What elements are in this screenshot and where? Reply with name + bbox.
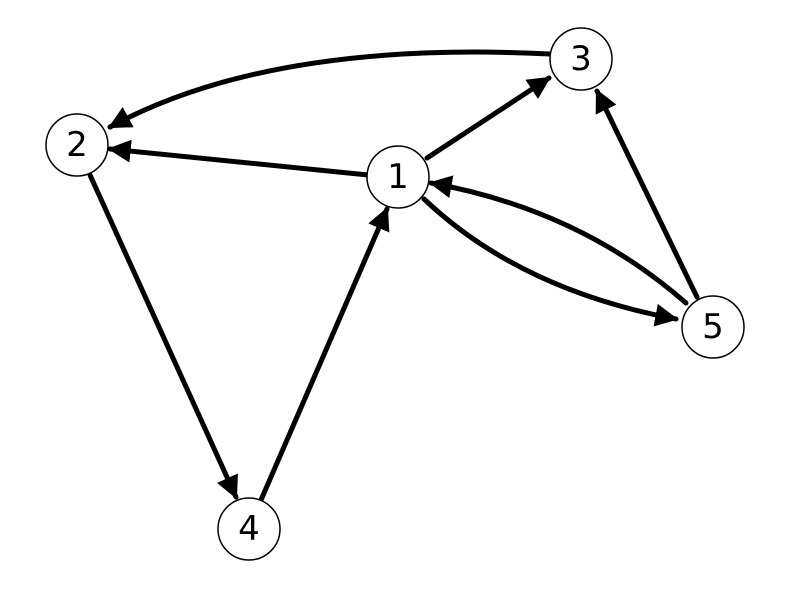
node-3: 3 (549, 27, 613, 91)
node-2-label: 2 (66, 125, 88, 165)
node-3-label: 3 (570, 39, 592, 79)
edge-1-to-3 (424, 75, 552, 161)
node-1-circle (366, 145, 430, 209)
edge-5-to-1 (428, 175, 689, 306)
edge-4-to-1 (258, 206, 390, 503)
node-1: 1 (366, 145, 430, 209)
node-5-label: 5 (702, 307, 724, 347)
node-5-circle (681, 295, 745, 359)
edges (87, 49, 700, 503)
node-3-circle (549, 27, 613, 91)
node-2: 2 (45, 113, 109, 177)
node-2-circle (45, 113, 109, 177)
node-1-label: 1 (387, 157, 409, 197)
edge-3-to-2 (107, 49, 553, 130)
node-4: 4 (217, 497, 281, 561)
node-4-label: 4 (238, 509, 260, 549)
node-5: 5 (681, 295, 745, 359)
edge-2-to-4 (87, 172, 239, 500)
edge-1-to-5 (421, 196, 679, 327)
edge-5-to-3 (594, 88, 700, 300)
edge-1-to-2 (107, 139, 371, 178)
nodes: 1 2 3 4 5 (45, 27, 745, 561)
node-4-circle (217, 497, 281, 561)
